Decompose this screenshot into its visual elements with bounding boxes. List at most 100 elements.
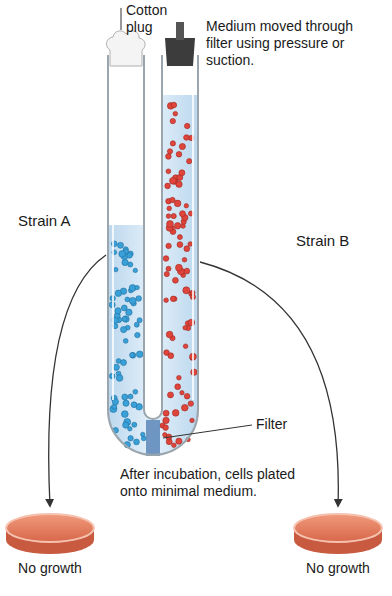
cell xyxy=(127,253,132,258)
cell xyxy=(136,351,143,358)
cell xyxy=(121,305,127,311)
cell xyxy=(183,287,190,294)
cell xyxy=(177,242,183,248)
cell xyxy=(164,272,169,277)
medium-liquid xyxy=(108,95,198,455)
cell xyxy=(115,308,121,314)
cell xyxy=(116,375,123,382)
cell xyxy=(113,364,119,370)
leader-line xyxy=(163,425,252,438)
cell xyxy=(166,154,172,160)
cell xyxy=(167,149,172,154)
cell xyxy=(165,183,171,189)
petri-dish xyxy=(294,514,382,554)
cell xyxy=(122,259,128,265)
cell xyxy=(118,242,124,248)
cell xyxy=(136,296,142,302)
cell xyxy=(128,436,133,441)
cell xyxy=(187,159,192,164)
strain-label: Strain B xyxy=(296,232,381,249)
cell xyxy=(174,223,180,229)
cell xyxy=(166,169,171,174)
cell xyxy=(176,264,183,271)
cell xyxy=(170,296,176,302)
cell xyxy=(185,123,190,128)
cell xyxy=(131,402,137,408)
cell xyxy=(182,258,187,263)
cell xyxy=(119,251,126,258)
strain-label: Strain A xyxy=(18,212,98,229)
stopper-tube xyxy=(176,22,184,40)
cell xyxy=(174,200,181,207)
cell xyxy=(167,206,172,211)
cell xyxy=(123,339,128,344)
cell xyxy=(172,410,179,417)
cell xyxy=(190,418,194,422)
cell xyxy=(123,422,129,428)
cell xyxy=(173,277,179,283)
cell xyxy=(121,360,127,366)
cell xyxy=(121,411,128,418)
cell xyxy=(170,141,175,146)
filter-membrane xyxy=(146,420,160,456)
cell xyxy=(137,318,142,323)
cell xyxy=(168,353,174,359)
cell xyxy=(166,266,171,271)
cell xyxy=(122,317,127,322)
cell xyxy=(141,432,145,436)
cell xyxy=(171,102,177,108)
note-label: Medium moved through filter using pressu… xyxy=(206,18,356,69)
result-label: No growth xyxy=(293,560,383,577)
cell xyxy=(163,417,169,423)
cell xyxy=(184,204,188,208)
cell xyxy=(115,290,121,296)
result-label: No growth xyxy=(5,560,95,577)
bacterial-cells xyxy=(109,102,197,448)
cell xyxy=(166,243,171,248)
cell xyxy=(184,246,190,252)
cotton-plug xyxy=(106,31,145,66)
cell xyxy=(179,170,185,176)
part-label: Filter xyxy=(256,416,316,433)
cell xyxy=(183,344,188,349)
cell xyxy=(177,375,182,380)
cell xyxy=(183,326,187,330)
note-label: After incubation, cells plated onto mini… xyxy=(120,466,316,500)
cell xyxy=(130,352,136,358)
cell xyxy=(168,392,174,398)
cell xyxy=(123,316,130,323)
cell xyxy=(179,143,185,149)
cell xyxy=(170,197,175,202)
cell xyxy=(175,384,181,390)
cell xyxy=(129,297,136,304)
cell xyxy=(180,211,186,217)
cell xyxy=(170,177,177,184)
cell xyxy=(182,404,189,411)
cell xyxy=(125,297,130,302)
cell xyxy=(163,410,169,416)
cell xyxy=(176,438,182,444)
cell xyxy=(163,425,169,431)
cell xyxy=(184,393,190,399)
cell xyxy=(135,332,140,337)
cell xyxy=(177,235,182,240)
cell xyxy=(188,401,193,406)
cell xyxy=(123,400,129,406)
transfer-arrow xyxy=(49,255,106,506)
cell xyxy=(171,214,176,219)
cell xyxy=(121,327,127,333)
cell xyxy=(163,256,169,262)
cell xyxy=(176,152,182,158)
part-label: Cotton plug xyxy=(126,2,188,36)
cell xyxy=(130,353,135,358)
cell xyxy=(132,422,137,427)
cell xyxy=(134,322,139,327)
cell xyxy=(188,242,193,247)
cell xyxy=(133,389,138,394)
cell xyxy=(122,394,128,400)
cell xyxy=(167,221,174,228)
leader-line xyxy=(121,8,122,30)
tube-highlight xyxy=(113,60,193,400)
